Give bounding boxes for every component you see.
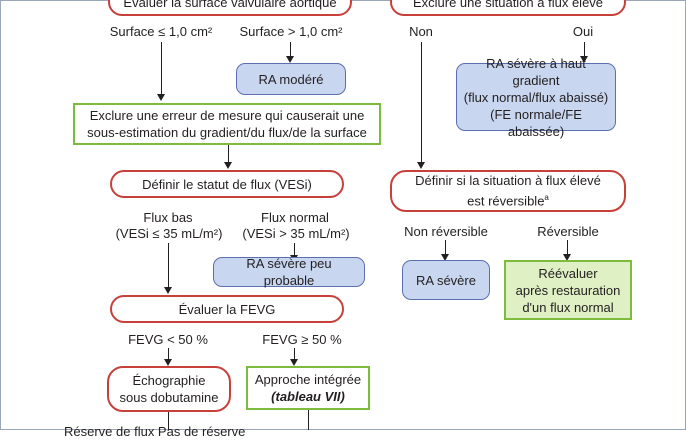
label-non: Non xyxy=(409,24,433,39)
label-bottom-partial: Réserve de flux Pas de réserve xyxy=(64,424,246,439)
label-fevg-low: FEVG < 50 % xyxy=(128,332,208,347)
node-define-high-flow-reversible: Définir si la situation à flux élevé est… xyxy=(390,170,626,212)
node-evaluate-aortic-area: Évaluer la surface valvulaire aortique xyxy=(108,0,352,16)
label-fevg-high: FEVG ≥ 50 % xyxy=(262,332,342,347)
node-ra-haut-gradient: RA sévère à haut gradient (flux normal/f… xyxy=(456,56,616,139)
label-flux-bas-value: (VESi ≤ 35 mL/m²) xyxy=(115,226,223,241)
node-ra-modere: RA modéré xyxy=(236,63,346,95)
node-echo-dobutamine: Échographie sous dobutamine xyxy=(107,366,231,412)
node-evaluate-fevg: Évaluer la FEVG xyxy=(110,295,344,323)
label-reversible: Réversible xyxy=(537,224,599,239)
label-flux-bas: Flux bas xyxy=(143,210,193,225)
node-ra-severe-peu-probable: RA sévère peu probable xyxy=(213,256,365,288)
node-ra-severe: RA sévère xyxy=(402,260,490,300)
label-flux-normal-value: (VESi > 35 mL/m²) xyxy=(242,226,350,241)
label-oui: Oui xyxy=(572,24,594,39)
label-flux-normal: Flux normal xyxy=(261,210,329,225)
node-reevaluer: Réévaluer après restauration d'un flux n… xyxy=(504,260,632,320)
label-non-reversible: Non réversible xyxy=(404,224,488,239)
label-surface-small: Surface ≤ 1,0 cm² xyxy=(109,24,213,39)
node-exclude-measurement-error: Exclure une erreur de mesure qui causera… xyxy=(73,103,381,145)
node-define-flux-status: Définir le statut de flux (VESi) xyxy=(110,170,344,198)
node-approche-integree: Approche intégrée (tableau VII) xyxy=(246,366,370,410)
node-exclude-high-flow: Exclure une situation à flux élevé xyxy=(390,0,626,16)
label-surface-large: Surface > 1,0 cm² xyxy=(239,24,343,39)
